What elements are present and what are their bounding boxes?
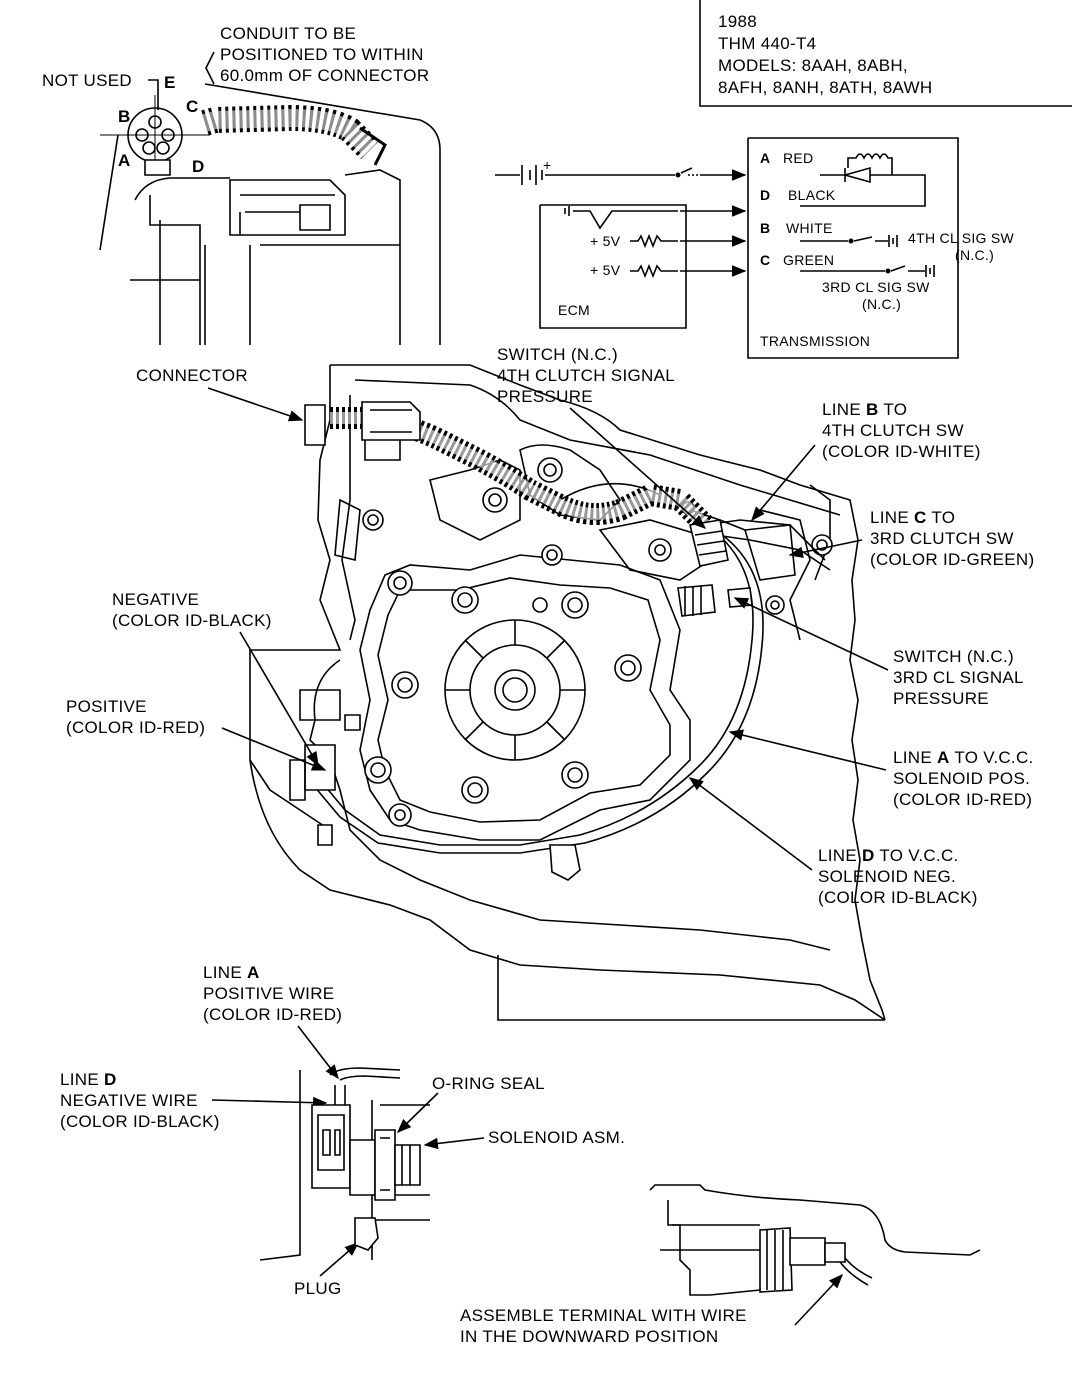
switch4-callout-2: 4TH CLUTCH SIGNAL [497, 366, 675, 385]
model-info-box: 1988 THM 440-T4 MODELS: 8AAH, 8ABH, 8AFH… [699, 0, 1072, 107]
conduit-note-3: 60.0mm OF CONNECTOR [220, 66, 429, 85]
sol-linea-1: LINE A [203, 963, 260, 982]
switch4-callout-1: SWITCH (N.C.) [497, 345, 618, 364]
sw4-sig-label-1: 4TH CL SIG SW [908, 230, 1015, 246]
ecm-label: ECM [558, 302, 590, 318]
model-year: 1988 [718, 12, 757, 31]
switch4-callout-3: PRESSURE [497, 387, 593, 406]
switch3-callout-3: PRESSURE [893, 689, 989, 708]
plug-label: PLUG [294, 1279, 342, 1298]
solenoid-detail: LINE A POSITIVE WIRE (COLOR ID-RED) LINE… [60, 963, 625, 1298]
not-used-label: NOT USED [42, 71, 132, 90]
linea-callout-3: (COLOR ID-RED) [893, 790, 1032, 809]
wire-d-letter: D [760, 187, 770, 203]
sol-linea-2: POSITIVE WIRE [203, 984, 334, 1003]
wire-a-letter: A [760, 150, 770, 166]
wire-d-color: BLACK [788, 187, 836, 203]
pin-d-label: D [192, 157, 205, 176]
lineb-callout-2: 4TH CLUTCH SW [822, 421, 964, 440]
pin-d [156, 141, 170, 155]
pin-c-label: C [186, 97, 199, 116]
positive-callout-1: POSITIVE [66, 697, 147, 716]
connector-detail: CONDUIT TO BE POSITIONED TO WITHIN 60.0m… [42, 24, 441, 345]
sw3-sig-label-1: 3RD CL SIG SW [822, 279, 930, 295]
wiring-schematic: + ECM + 5V + 5V TRANSMISSION A RED D BLA… [495, 137, 1015, 359]
wire-a-color: RED [783, 150, 813, 166]
model-codes-1: MODELS: 8AAH, 8ABH, [718, 56, 908, 75]
terminal-note-2: IN THE DOWNWARD POSITION [460, 1327, 718, 1346]
linea-callout-2: SOLENOID POS. [893, 769, 1030, 788]
linec-callout-1: LINE C TO [870, 508, 955, 527]
sol-linea-3: (COLOR ID-RED) [203, 1005, 342, 1024]
wire-b-color: WHITE [786, 220, 833, 236]
switch3-callout-1: SWITCH (N.C.) [893, 647, 1014, 666]
positive-callout-2: (COLOR ID-RED) [66, 718, 205, 737]
conduit-note-2: POSITIONED TO WITHIN [220, 45, 424, 64]
v5-label-1: + 5V [590, 233, 621, 249]
sol-lined-2: NEGATIVE WIRE [60, 1091, 198, 1110]
model-transmission: THM 440-T4 [718, 34, 816, 53]
sol-lined-1: LINE D [60, 1070, 117, 1089]
solenoid-asm-label: SOLENOID ASM. [488, 1128, 625, 1147]
valve-body-bolts [362, 457, 833, 827]
connector-callout: CONNECTOR [136, 366, 248, 385]
linea-callout-1: LINE A TO V.C.C. [893, 748, 1034, 767]
case-connector [304, 404, 326, 446]
model-codes-2: 8AFH, 8ANH, 8ATH, 8AWH [718, 78, 932, 97]
terminal-note-1: ASSEMBLE TERMINAL WITH WIRE [460, 1306, 747, 1325]
transmission-label: TRANSMISSION [760, 333, 870, 349]
lineb-callout-3: (COLOR ID-WHITE) [822, 442, 981, 461]
linec-callout-2: 3RD CLUTCH SW [870, 529, 1014, 548]
sw3-sig-label-2: (N.C.) [862, 296, 901, 312]
lined-callout-3: (COLOR ID-BLACK) [818, 888, 978, 907]
terminal-switch [759, 1227, 793, 1293]
pin-a-label: A [118, 151, 131, 170]
pin-a [142, 141, 156, 155]
v5-label-2: + 5V [590, 262, 621, 278]
switch-3rd-clutch [677, 584, 716, 617]
sol-lined-3: (COLOR ID-BLACK) [60, 1112, 220, 1131]
wire-c-letter: C [760, 252, 770, 268]
linec-callout-3: (COLOR ID-GREEN) [870, 550, 1034, 569]
lineb-callout-1: LINE B TO [822, 400, 907, 419]
negative-callout-1: NEGATIVE [112, 590, 199, 609]
pin-b-label: B [118, 107, 131, 126]
transmission-body [249, 364, 886, 1021]
pin-e-label: E [164, 73, 176, 92]
lined-callout-2: SOLENOID NEG. [818, 867, 956, 886]
conduit-note-1: CONDUIT TO BE [220, 24, 356, 43]
wire-b-letter: B [760, 220, 770, 236]
battery-plus: + [543, 157, 551, 173]
main-callouts: CONNECTOR SWITCH (N.C.) 4TH CLUTCH SIGNA… [66, 345, 1034, 907]
oring-label: O-RING SEAL [432, 1074, 545, 1093]
lined-callout-1: LINE D TO V.C.C. [818, 846, 959, 865]
wire-c-color: GREEN [783, 252, 834, 268]
negative-callout-2: (COLOR ID-BLACK) [112, 611, 272, 630]
sw4-sig-label-2: (N.C.) [955, 247, 994, 263]
terminal-detail: ASSEMBLE TERMINAL WITH WIRE IN THE DOWNW… [460, 1184, 981, 1346]
switch3-callout-2: 3RD CL SIGNAL [893, 668, 1024, 687]
